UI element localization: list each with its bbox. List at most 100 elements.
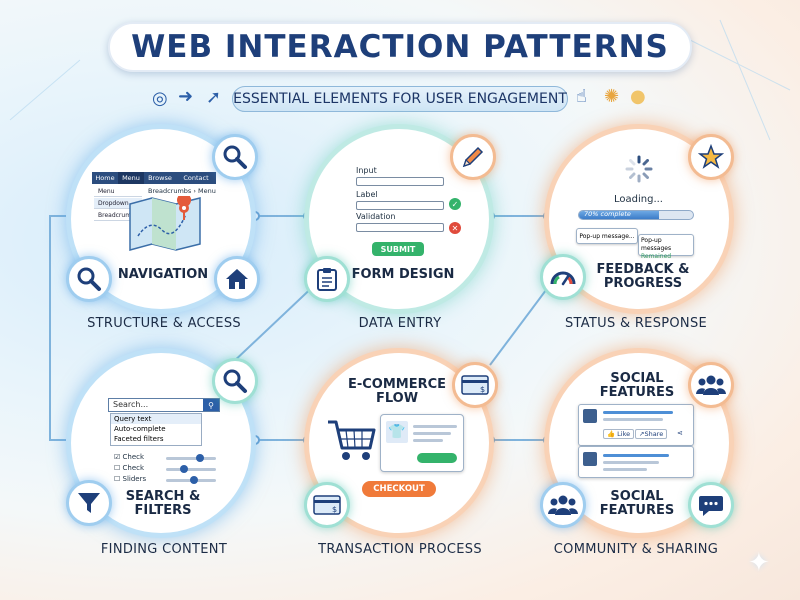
form-field-validation[interactable] bbox=[356, 223, 444, 232]
credit-card-icon: $ bbox=[313, 495, 341, 515]
menu-item-menu[interactable]: Menu bbox=[94, 186, 142, 197]
loading-text: Loading... bbox=[614, 194, 663, 205]
popup-message-remained: Pop-up messages Remained bbox=[638, 234, 694, 260]
progress-text: 70% complete bbox=[584, 210, 631, 218]
users-icon bbox=[696, 375, 726, 395]
checkout-button[interactable]: CHECKOUT bbox=[362, 481, 436, 497]
form-label-label: Label bbox=[356, 190, 378, 199]
filter-check-label: Check bbox=[122, 453, 145, 461]
card-symbol: $ bbox=[332, 505, 337, 514]
search-label: SEARCH & FILTERS bbox=[78, 490, 248, 518]
ecommerce-label: E-COMMERCE FLOW bbox=[312, 378, 482, 406]
social-comment-card[interactable] bbox=[578, 446, 694, 478]
navigation-label: NAVIGATION bbox=[117, 267, 209, 282]
nav-tab-home[interactable]: Home bbox=[92, 172, 118, 184]
popup-message-text: Pop-up message... bbox=[579, 232, 635, 240]
suggestion[interactable]: Auto-complete bbox=[114, 425, 166, 433]
search-label-line1: SEARCH & bbox=[125, 489, 201, 504]
filter-check-label: Sliders bbox=[122, 475, 147, 483]
search-button[interactable]: ⚲ bbox=[203, 399, 219, 411]
nav-tab-contact[interactable]: Contact bbox=[176, 172, 216, 184]
share-button[interactable]: ↗Share bbox=[635, 429, 668, 439]
social-bottom-line1: SOCIAL bbox=[610, 489, 664, 504]
post-text-line bbox=[603, 411, 673, 414]
filter-check-1[interactable]: ☑ Check bbox=[114, 453, 144, 461]
pencil-icon bbox=[462, 146, 484, 168]
social-post-card[interactable]: 👍 Like ↗Share ⋖ bbox=[578, 404, 694, 446]
social-label-top: SOCIAL FEATURES bbox=[552, 372, 722, 400]
credit-card-badge: $ bbox=[304, 482, 350, 528]
search-badge bbox=[212, 134, 258, 180]
lightbulb-icon: ● bbox=[630, 86, 646, 107]
slider-thumb[interactable] bbox=[190, 476, 198, 484]
feedback-caption: STATUS & RESPONSE bbox=[564, 316, 708, 331]
avatar bbox=[583, 452, 597, 466]
checkbox-checked[interactable]: ☑ bbox=[114, 453, 121, 461]
card-symbol: $ bbox=[480, 385, 485, 394]
checkbox[interactable]: ☐ bbox=[114, 475, 121, 483]
slider-thumb[interactable] bbox=[196, 454, 204, 462]
product-text-line bbox=[413, 432, 451, 435]
slider-track[interactable] bbox=[166, 468, 216, 471]
menu-item-dropdown[interactable]: Dropdown bbox=[94, 198, 142, 209]
like-button[interactable]: 👍 Like bbox=[603, 429, 635, 439]
form-field-label[interactable] bbox=[356, 201, 444, 210]
filter-check-label: Check bbox=[122, 464, 145, 472]
radio-icon: ◎ bbox=[152, 88, 168, 109]
suggestion[interactable]: Faceted filters bbox=[114, 435, 164, 443]
social-label-bottom: SOCIAL FEATURES bbox=[552, 490, 722, 518]
submit-button[interactable]: SUBMIT bbox=[372, 242, 424, 256]
page-title: WEB INTERACTION PATTERNS bbox=[108, 22, 692, 72]
star-icon bbox=[698, 144, 724, 169]
form-label-input: Input bbox=[356, 166, 377, 175]
gauge-badge bbox=[540, 254, 586, 300]
home-badge bbox=[214, 256, 260, 302]
comment-text-line bbox=[603, 468, 647, 471]
search-input[interactable]: Search... bbox=[113, 400, 149, 409]
share-label: Share bbox=[644, 430, 664, 438]
filter-check-2[interactable]: ☐ Check bbox=[114, 464, 144, 472]
popup-line1: Pop-up messages bbox=[641, 237, 672, 252]
add-to-cart-button[interactable] bbox=[417, 453, 457, 463]
checkbox[interactable]: ☐ bbox=[114, 464, 121, 472]
search-badge bbox=[66, 256, 112, 302]
search-icon bbox=[223, 369, 247, 393]
form-caption: DATA ENTRY bbox=[358, 316, 442, 331]
pencil-badge bbox=[450, 134, 496, 180]
search-box[interactable]: Search... ⚲ bbox=[108, 398, 220, 412]
product-text-line bbox=[413, 439, 443, 442]
feedback-label-line1: FEEDBACK & bbox=[596, 262, 690, 277]
autocomplete-list: Query text Auto-complete Faceted filters bbox=[110, 413, 202, 446]
product-card[interactable]: 👕 bbox=[380, 414, 464, 472]
chat-badge bbox=[688, 482, 734, 528]
slider-track[interactable] bbox=[166, 457, 216, 460]
menu-item-breadcrumbs[interactable]: Breadcrumbs bbox=[94, 210, 142, 221]
social-top-line1: SOCIAL bbox=[610, 371, 664, 386]
users-icon bbox=[548, 495, 578, 515]
spinner-icon bbox=[625, 155, 653, 183]
funnel-badge bbox=[66, 480, 112, 526]
post-text-line bbox=[603, 418, 663, 421]
social-bottom-line2: FEATURES bbox=[599, 503, 675, 518]
breadcrumb: Breadcrumbs › Menu bbox=[148, 187, 216, 195]
avatar bbox=[583, 409, 597, 423]
cursor-icon: ➚ bbox=[206, 87, 222, 108]
share-network-icon[interactable]: ⋖ bbox=[677, 429, 683, 437]
suggestion[interactable]: Query text bbox=[111, 414, 201, 424]
form-field-input[interactable] bbox=[356, 177, 444, 186]
error-circle-icon: ✕ bbox=[449, 222, 461, 234]
ecommerce-label-line2: FLOW bbox=[375, 391, 419, 406]
slider-thumb[interactable] bbox=[180, 465, 188, 473]
star-badge bbox=[688, 134, 734, 180]
credit-card-icon: $ bbox=[461, 375, 489, 395]
progress-fill bbox=[579, 211, 659, 219]
cart-icon bbox=[328, 420, 376, 460]
filter-check-3[interactable]: ☐ Sliders bbox=[114, 475, 146, 483]
nav-tab-menu[interactable]: Menu bbox=[118, 172, 144, 184]
funnel-icon bbox=[78, 493, 100, 513]
subtitle-banner: ESSENTIAL ELEMENTS FOR USER ENGAGEMENT bbox=[232, 86, 568, 112]
form-label: FORM DESIGN bbox=[351, 267, 455, 282]
feedback-label: FEEDBACK & PROGRESS bbox=[558, 263, 728, 291]
like-label: Like bbox=[617, 430, 631, 438]
nav-tab-browse[interactable]: Browse bbox=[144, 172, 176, 184]
